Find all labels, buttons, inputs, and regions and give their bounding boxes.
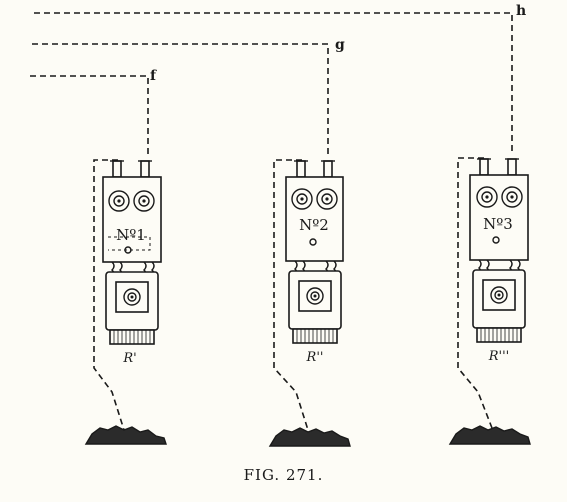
terminal-posts — [110, 160, 152, 178]
terminal-posts — [294, 160, 335, 178]
bell-icon — [291, 188, 338, 210]
transmitter-face — [482, 279, 516, 311]
bell-icon — [476, 186, 523, 208]
transmitter-icon — [490, 286, 508, 304]
resistance-label: R'' — [306, 350, 324, 365]
earth-ground — [84, 425, 167, 445]
resistance-label: R''' — [488, 349, 510, 364]
line-wire-h: h — [34, 3, 526, 154]
earth-wire-2 — [273, 159, 309, 431]
transmitter-icon — [123, 288, 141, 306]
wire-label-h: h — [516, 3, 526, 19]
telephone-unit-3: Nº3 R''' — [448, 157, 531, 445]
wire-label-f: f — [150, 68, 157, 84]
terminal-posts — [477, 158, 519, 176]
line-wire-f: f — [30, 68, 157, 156]
unit-number-label: Nº2 — [299, 216, 329, 234]
line-wire-g: g — [32, 37, 345, 156]
base-plate — [476, 327, 522, 343]
unit-number-label: Nº1 — [116, 226, 146, 244]
base-plate — [109, 329, 155, 345]
transmitter-icon — [306, 287, 324, 305]
bell-box — [102, 176, 162, 263]
bell-icon — [108, 190, 155, 212]
telephone-unit-1: Nº1 R' — [84, 159, 167, 445]
figure-caption: FIG. 271. — [243, 466, 324, 484]
earth-ground — [268, 427, 351, 447]
earth-wire-3 — [457, 157, 493, 429]
earth-wire-1 — [93, 159, 125, 431]
resistance-label: R' — [122, 351, 136, 366]
telephone-unit-2: Nº2 R'' — [268, 159, 351, 447]
base-plate — [292, 328, 338, 344]
earth-ground — [448, 425, 531, 445]
wire-label-g: g — [335, 37, 345, 53]
unit-number-label: Nº3 — [483, 215, 513, 233]
